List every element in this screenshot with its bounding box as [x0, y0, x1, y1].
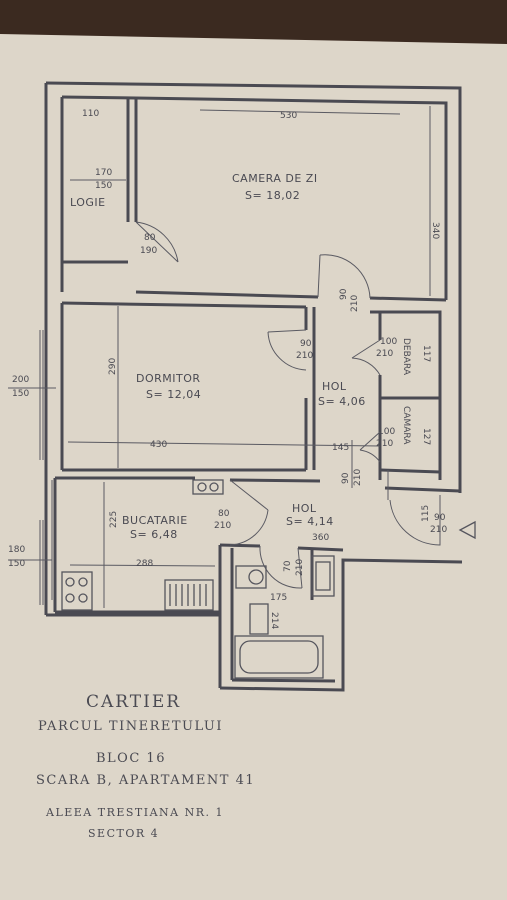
camara-dim: 127 [421, 428, 431, 445]
windows [39, 109, 401, 605]
interior-walls [55, 98, 447, 615]
caption-sector: SECTOR 4 [88, 827, 159, 840]
window-dormitor-w: 200 [12, 375, 29, 385]
bucatarie-label: BUCATARIE [122, 514, 188, 527]
caption-parcul: PARCUL TINERETULUI [38, 719, 223, 734]
room-labels: 110 170 150 LOGIE 530 CAMERA DE ZI S= 18… [8, 109, 447, 629]
door-swing-logie [135, 221, 179, 263]
door-bucatarie-h: 210 [214, 521, 231, 531]
caption-cartier: CARTIER [86, 692, 181, 712]
window-bucatarie-w: 180 [8, 545, 25, 555]
dim-145: 145 [332, 443, 349, 453]
door-debara-w: 100 [380, 337, 397, 347]
debara-dim: 117 [421, 345, 431, 362]
door-camera-h: 210 [350, 295, 360, 312]
kitchen-sink [164, 579, 214, 611]
camera-area: S= 18,02 [245, 189, 300, 202]
door-swing-camara [359, 431, 381, 463]
caption-block: CARTIER PARCUL TINERETULUI BLOC 16 SCARA… [36, 692, 255, 840]
baie-dim-w: 175 [270, 593, 287, 603]
door-intrare-w: 90 [434, 513, 446, 523]
hol1-label: HOL [322, 380, 347, 393]
dormitor-label: DORMITOR [136, 372, 201, 385]
hol2-label: HOL [292, 502, 317, 515]
dimension-lines [8, 106, 431, 608]
paper-sheet [0, 34, 507, 900]
camara-label: CAMARA [401, 406, 411, 445]
entrance-arrow [458, 520, 476, 540]
bucatarie-area: S= 6,48 [130, 528, 178, 541]
door-camara-h: 210 [376, 439, 393, 449]
hol2-area: S= 4,14 [286, 515, 334, 528]
door-debara-h: 210 [376, 349, 393, 359]
caption-bloc: BLOC 16 [96, 751, 166, 766]
door-swing-dormitor [267, 329, 307, 371]
camera-dim-h: 340 [430, 222, 440, 239]
door-baie-h: 210 [295, 559, 305, 576]
logie-dim-a: 170 [95, 168, 112, 178]
camera-dim-w: 530 [280, 111, 297, 121]
bucatarie-dim-h: 225 [109, 511, 119, 528]
door-swing-bucatarie [229, 479, 269, 546]
door-hol-w: 90 [341, 472, 351, 484]
dormitor-dim-w: 430 [150, 440, 167, 450]
hol2-dim-w: 360 [312, 533, 329, 543]
door-intrare-h: 210 [430, 525, 447, 535]
door-dormitor-h: 210 [296, 351, 313, 361]
door-swings [135, 221, 441, 589]
door-camara-w: 100 [378, 427, 395, 437]
door-bucatarie-w: 80 [218, 509, 230, 519]
washbasin [311, 555, 335, 597]
caption-scara: SCARA B, APARTAMENT 41 [36, 773, 255, 788]
bathtub [234, 635, 324, 679]
debara-label: DEBARA [401, 338, 411, 376]
door-hol-h: 210 [353, 469, 363, 486]
logie-label: LOGIE [70, 196, 106, 209]
dormitor-dim-h: 290 [108, 358, 118, 375]
outer-walls [44, 81, 463, 692]
kitchen-stove [61, 571, 93, 611]
toilet [235, 565, 267, 589]
window-dormitor-h: 150 [12, 389, 29, 399]
door-swing-baie [259, 545, 303, 589]
door-swing-intrare [389, 495, 441, 546]
bath-shaft [249, 603, 269, 635]
dim-115: 115 [421, 505, 431, 522]
door-dormitor-w: 90 [300, 339, 312, 349]
door-logie-h: 190 [140, 246, 157, 256]
kitchen-hob [192, 479, 224, 495]
logie-dim-b: 150 [95, 181, 112, 191]
door-swing-camera [317, 254, 371, 299]
hol1-area: S= 4,06 [318, 395, 366, 408]
baie-dim-h: 214 [269, 612, 279, 629]
fixtures [61, 479, 476, 679]
caption-aleea: ALEEA TRESTIANA NR. 1 [45, 806, 224, 819]
window-bucatarie-h: 150 [8, 559, 25, 569]
door-swing-debara [351, 339, 381, 376]
logie-dim-top: 110 [82, 109, 99, 119]
bucatarie-dim-w: 288 [136, 559, 153, 569]
door-baie-w: 70 [283, 560, 293, 572]
door-logie-w: 80 [144, 233, 156, 243]
camera-label: CAMERA DE ZI [232, 172, 318, 185]
door-camera-w: 90 [339, 288, 349, 300]
dormitor-area: S= 12,04 [146, 388, 201, 401]
